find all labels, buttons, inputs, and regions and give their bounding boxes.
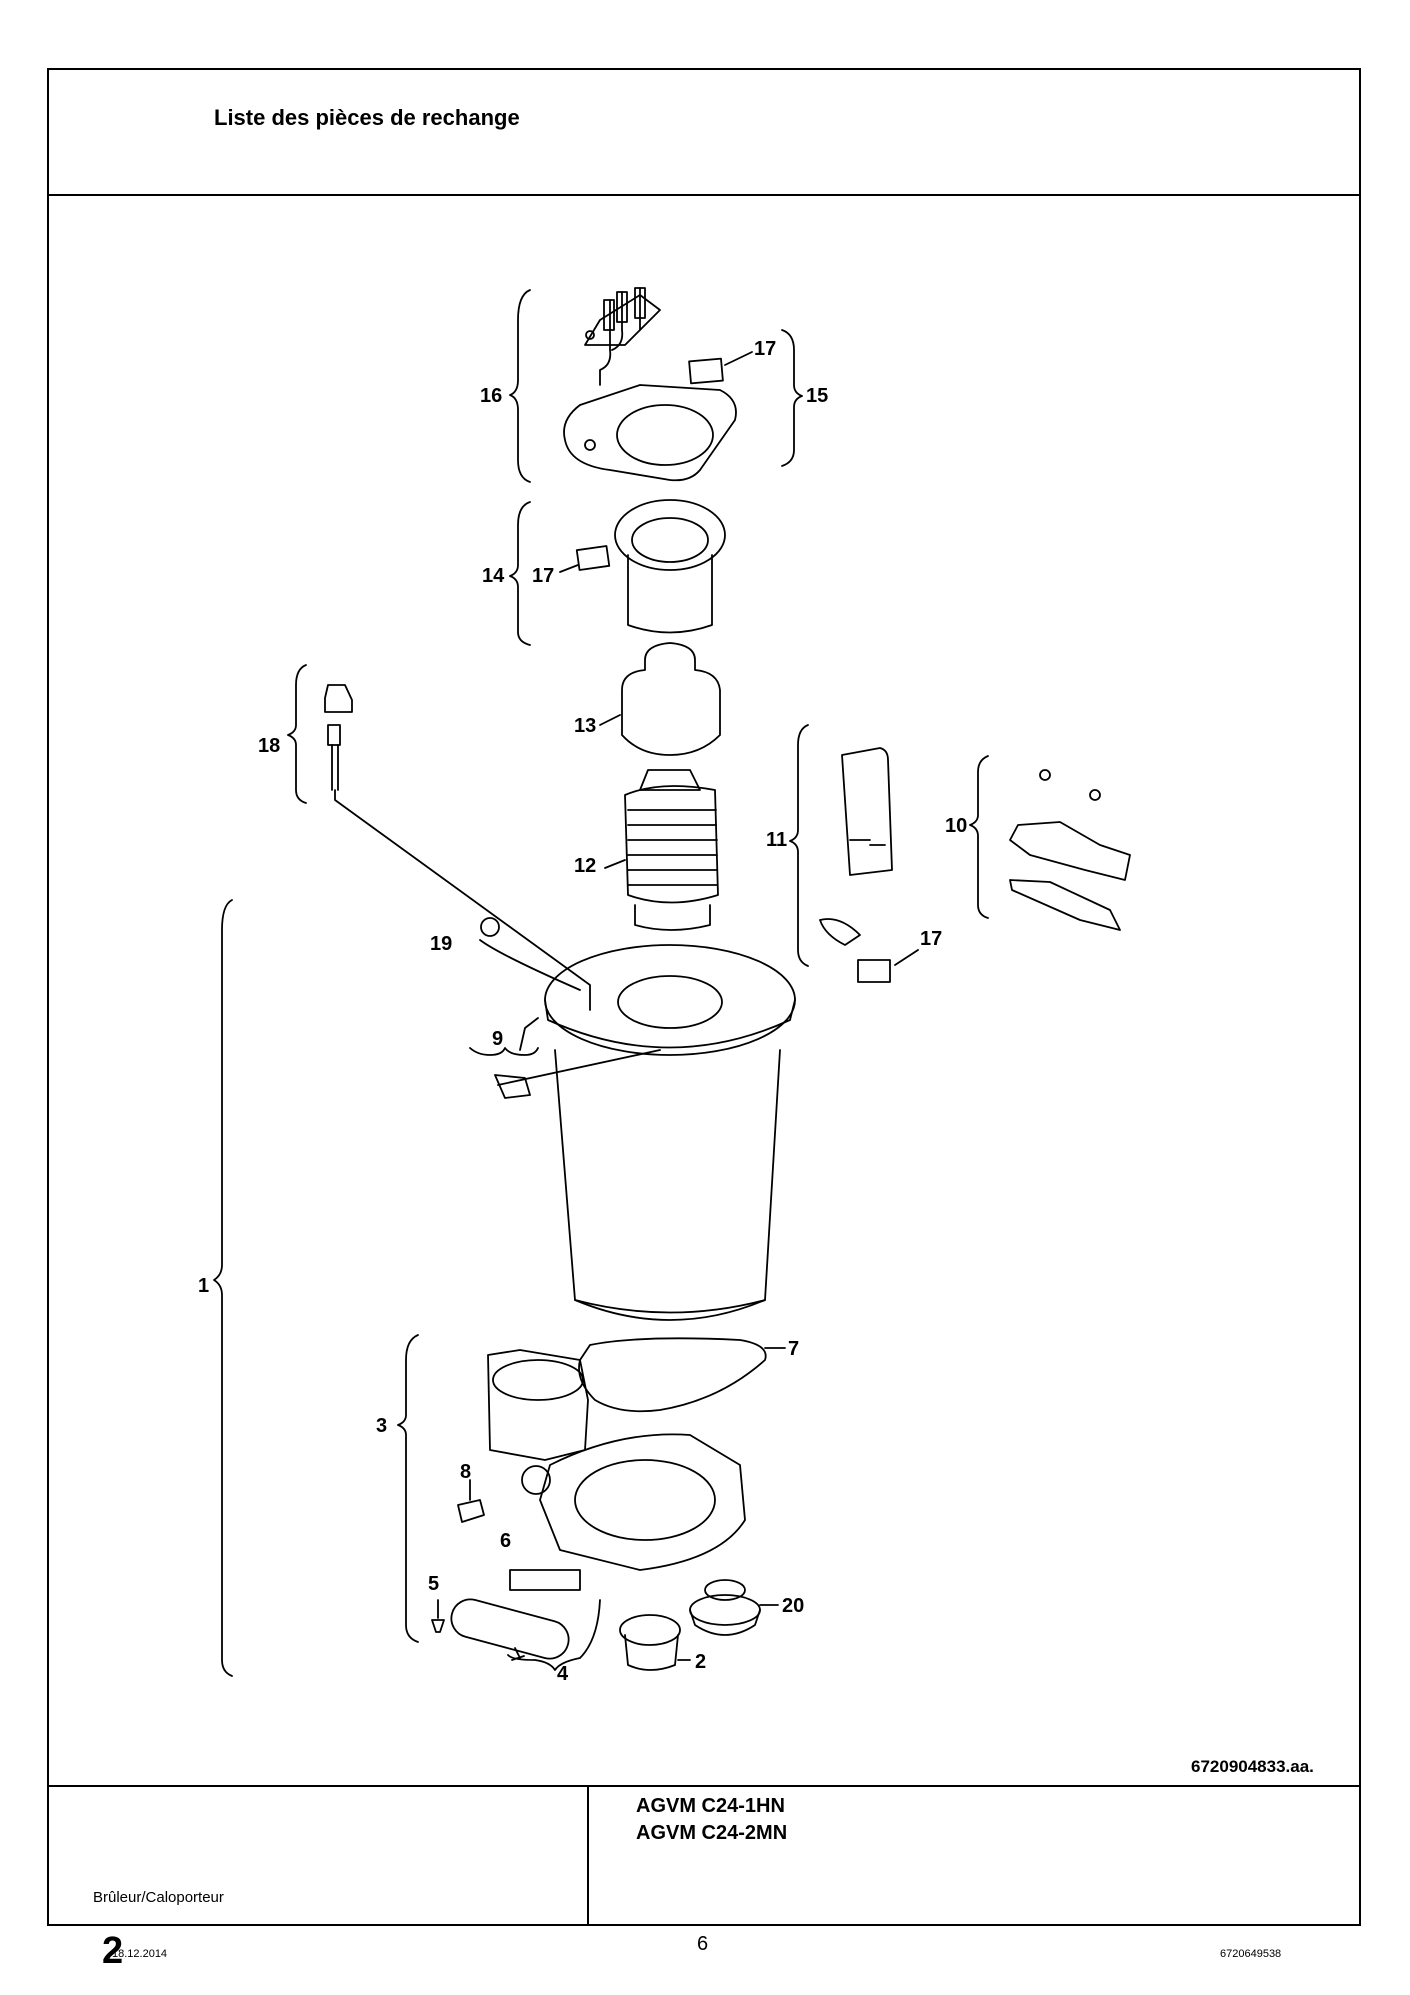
leader-19 (479, 939, 581, 991)
brace-9 (469, 1047, 539, 1056)
screw-5 (431, 1599, 445, 1633)
sensor-8 (457, 1499, 485, 1523)
brace-15 (781, 329, 803, 467)
callout-17-mid: 17 (532, 565, 554, 587)
flex-tube-part (624, 769, 719, 931)
callout-13: 13 (574, 715, 596, 737)
callout-15: 15 (806, 385, 828, 407)
header-divider (49, 194, 1359, 196)
callout-9: 9 (492, 1028, 503, 1050)
brace-10 (969, 755, 989, 919)
burner-tube-part (614, 499, 726, 634)
leader-17-top (724, 351, 753, 366)
callout-11: 11 (766, 829, 787, 851)
footer-column-divider (587, 1785, 589, 1926)
footer-date: 18.12.2014 (112, 1948, 168, 1960)
seal-17-top (688, 357, 724, 385)
nut-19 (480, 917, 500, 937)
page-title: Liste des pièces de rechange (214, 105, 520, 130)
callout-18: 18 (258, 735, 280, 757)
leader-17-mid (559, 564, 579, 573)
callout-17-right: 17 (920, 928, 942, 950)
model-1: AGVM C24-1HN (636, 1795, 785, 1817)
bracket-11-part (819, 747, 893, 983)
grille-4 (450, 1598, 570, 1660)
callout-10: 10 (945, 815, 967, 837)
seal-17-mid (575, 545, 611, 571)
callout-20: 20 (782, 1595, 804, 1617)
sensor-9 (494, 1074, 531, 1099)
callout-4: 4 (557, 1663, 569, 1685)
brace-1 (213, 899, 233, 1677)
brace-16 (509, 289, 531, 483)
leader-12 (604, 859, 626, 869)
leader-17-right (894, 949, 919, 966)
callout-7: 7 (788, 1338, 799, 1360)
callout-1: 1 (198, 1275, 209, 1297)
insulation-part (621, 642, 721, 756)
callout-3: 3 (376, 1415, 387, 1437)
brace-11 (789, 724, 809, 967)
cap-20-part (689, 1579, 761, 1636)
callout-2: 2 (695, 1651, 706, 1673)
callout-19: 19 (430, 933, 452, 955)
callout-17-top: 17 (754, 338, 776, 360)
callout-labels: 1 2 3 4 5 6 7 8 9 10 11 12 13 14 15 16 1… (198, 338, 967, 1685)
callout-16: 16 (480, 385, 502, 407)
page-number: 6 (697, 1933, 709, 1955)
footer-doc-number: 6720649538 (1220, 1948, 1282, 1960)
seal-6 (509, 1569, 581, 1591)
housing-3-part (487, 1349, 746, 1571)
bracket-10-part (1009, 769, 1131, 931)
figure-reference: 6720904833.aa. (1191, 1757, 1314, 1776)
callout-6: 6 (500, 1530, 511, 1552)
callout-5: 5 (428, 1573, 439, 1595)
filter-2-part (619, 1614, 681, 1671)
brace-18 (287, 664, 307, 804)
sensor-cable (334, 789, 591, 1011)
gasket-7 (578, 1337, 767, 1413)
brace-14 (509, 501, 531, 646)
main-body-part (519, 944, 796, 1321)
section-number: 2 (102, 1930, 124, 1972)
page-frame: Liste des pièces de rechange 6720904833.… (47, 68, 1361, 1972)
leader-13 (599, 714, 621, 726)
callout-12: 12 (574, 855, 596, 877)
callout-8: 8 (460, 1461, 471, 1483)
brace-3 (397, 1334, 419, 1643)
electrode-plate-part (563, 287, 737, 482)
footer-divider (49, 1785, 1359, 1787)
brace-4 (507, 1599, 601, 1671)
model-2: AGVM C24-2MN (636, 1822, 788, 1844)
sensor-18-part (324, 684, 353, 791)
screw-4 (511, 1647, 525, 1661)
section-label: Brûleur/Caloporteur (93, 1889, 224, 1906)
callout-14: 14 (482, 565, 505, 587)
